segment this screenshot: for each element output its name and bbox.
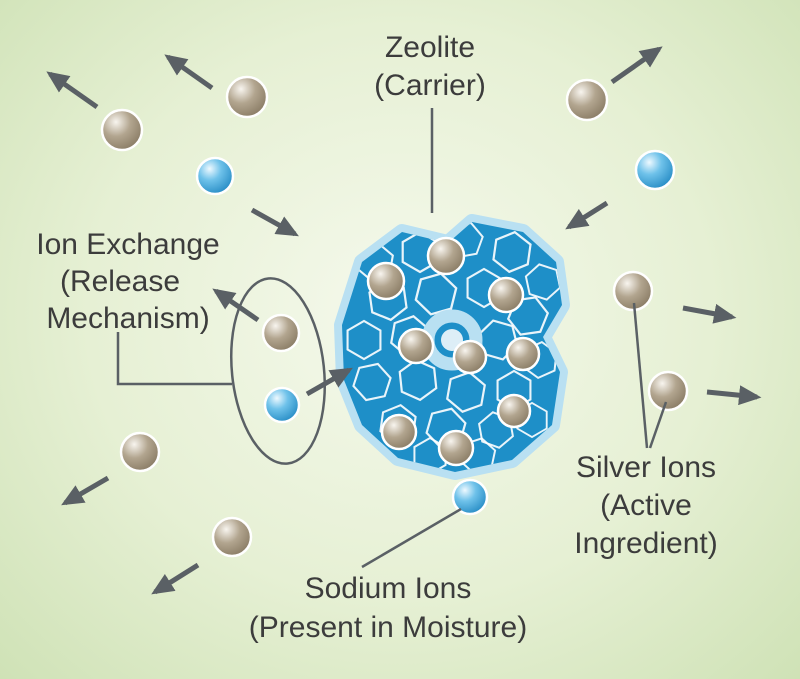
labels: Zeolite (Carrier) Ion Exchange (Release … (36, 31, 717, 644)
silver-ion-sphere (565, 78, 609, 122)
sodium-ion-sphere (263, 386, 301, 424)
sodium-ions-label: Sodium Ions (305, 572, 472, 605)
release-arrow (212, 288, 260, 323)
silver-ion-sphere (119, 431, 161, 473)
label-connectors (116, 108, 668, 569)
ion-movement-arrows (46, 46, 762, 595)
silver-ion-sphere (380, 413, 418, 451)
sodium-label-line (361, 507, 462, 569)
ion-exchange-label-line (116, 332, 232, 386)
ion-exchange-group (212, 277, 353, 465)
silver-ion-sphere (505, 336, 541, 372)
ion-exchange-sublabel: (Release (60, 265, 180, 298)
silver-label-line (632, 302, 649, 449)
silver-ion-sphere (261, 313, 301, 353)
silver-ion-sphere (100, 108, 144, 152)
silver-ion-sphere (397, 327, 435, 365)
ion-exchange-label: Ion Exchange (36, 228, 219, 261)
zeolite-bound-silver-ions (366, 236, 541, 467)
ion-exchange-ellipse (229, 277, 327, 465)
inward-arrow (250, 207, 299, 237)
silver-ion-sphere (487, 276, 525, 314)
free-silver-ions (100, 75, 689, 558)
silver-ions-sublabel: (Active (600, 489, 692, 522)
silver-ion-sphere (225, 75, 269, 119)
silver-ions-label: Silver Ions (576, 451, 716, 484)
silver-label-line (648, 401, 668, 449)
ion-exchange-sublabel: Mechanism) (46, 302, 209, 335)
sodium-ion-sphere (451, 478, 489, 516)
inward-arrow (565, 200, 609, 230)
zeolite-label: Zeolite (385, 31, 475, 64)
zeolite-sublabel: (Carrier) (374, 69, 486, 102)
release-arrow (682, 303, 737, 324)
free-sodium-ions (195, 149, 676, 516)
sodium-ion-sphere (195, 156, 235, 196)
silver-ion-sphere (452, 339, 488, 375)
silver-ion-sphere (211, 516, 253, 558)
release-arrow (305, 367, 353, 397)
release-arrow (151, 562, 200, 595)
release-arrow (610, 46, 663, 85)
silver-ion-sphere (496, 393, 532, 429)
sodium-ion-sphere (634, 149, 676, 191)
release-arrow (164, 54, 214, 91)
silver-ion-sphere (366, 261, 406, 301)
silver-ion-sphere (647, 370, 689, 412)
silver-ions-sublabel: Ingredient) (574, 527, 717, 560)
silver-ion-sphere (612, 270, 654, 312)
release-arrow (61, 475, 110, 506)
silver-ion-sphere (437, 429, 475, 467)
silver-ion-sphere (426, 236, 466, 276)
release-arrow (46, 71, 99, 110)
sodium-ions-sublabel: (Present in Moisture) (249, 611, 527, 644)
release-arrow (706, 385, 762, 406)
zeolite-structure (342, 218, 562, 477)
